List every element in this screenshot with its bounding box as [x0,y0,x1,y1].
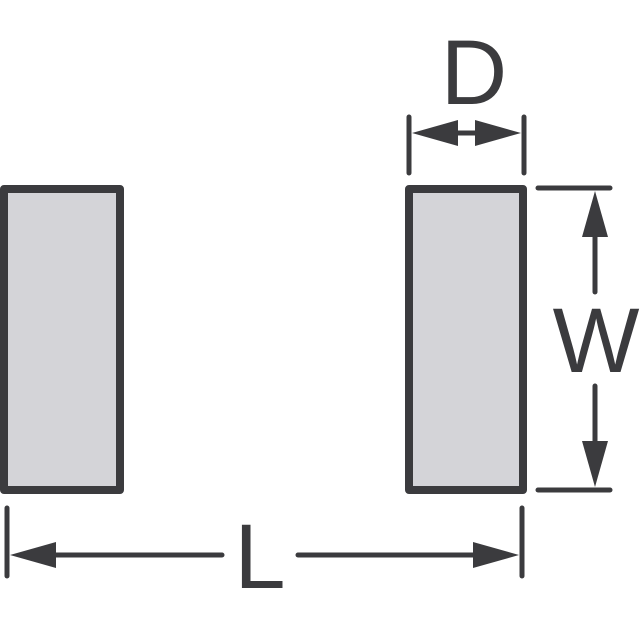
label-w: W [553,290,640,392]
l-dimension-arrow [4,505,525,579]
label-l: L [234,506,285,608]
d-dimension-arrow [406,114,527,176]
label-d: D [441,22,507,124]
right-terminal-pad [405,185,527,494]
left-terminal-pad [0,185,124,494]
w-dimension-arrow [535,185,613,493]
